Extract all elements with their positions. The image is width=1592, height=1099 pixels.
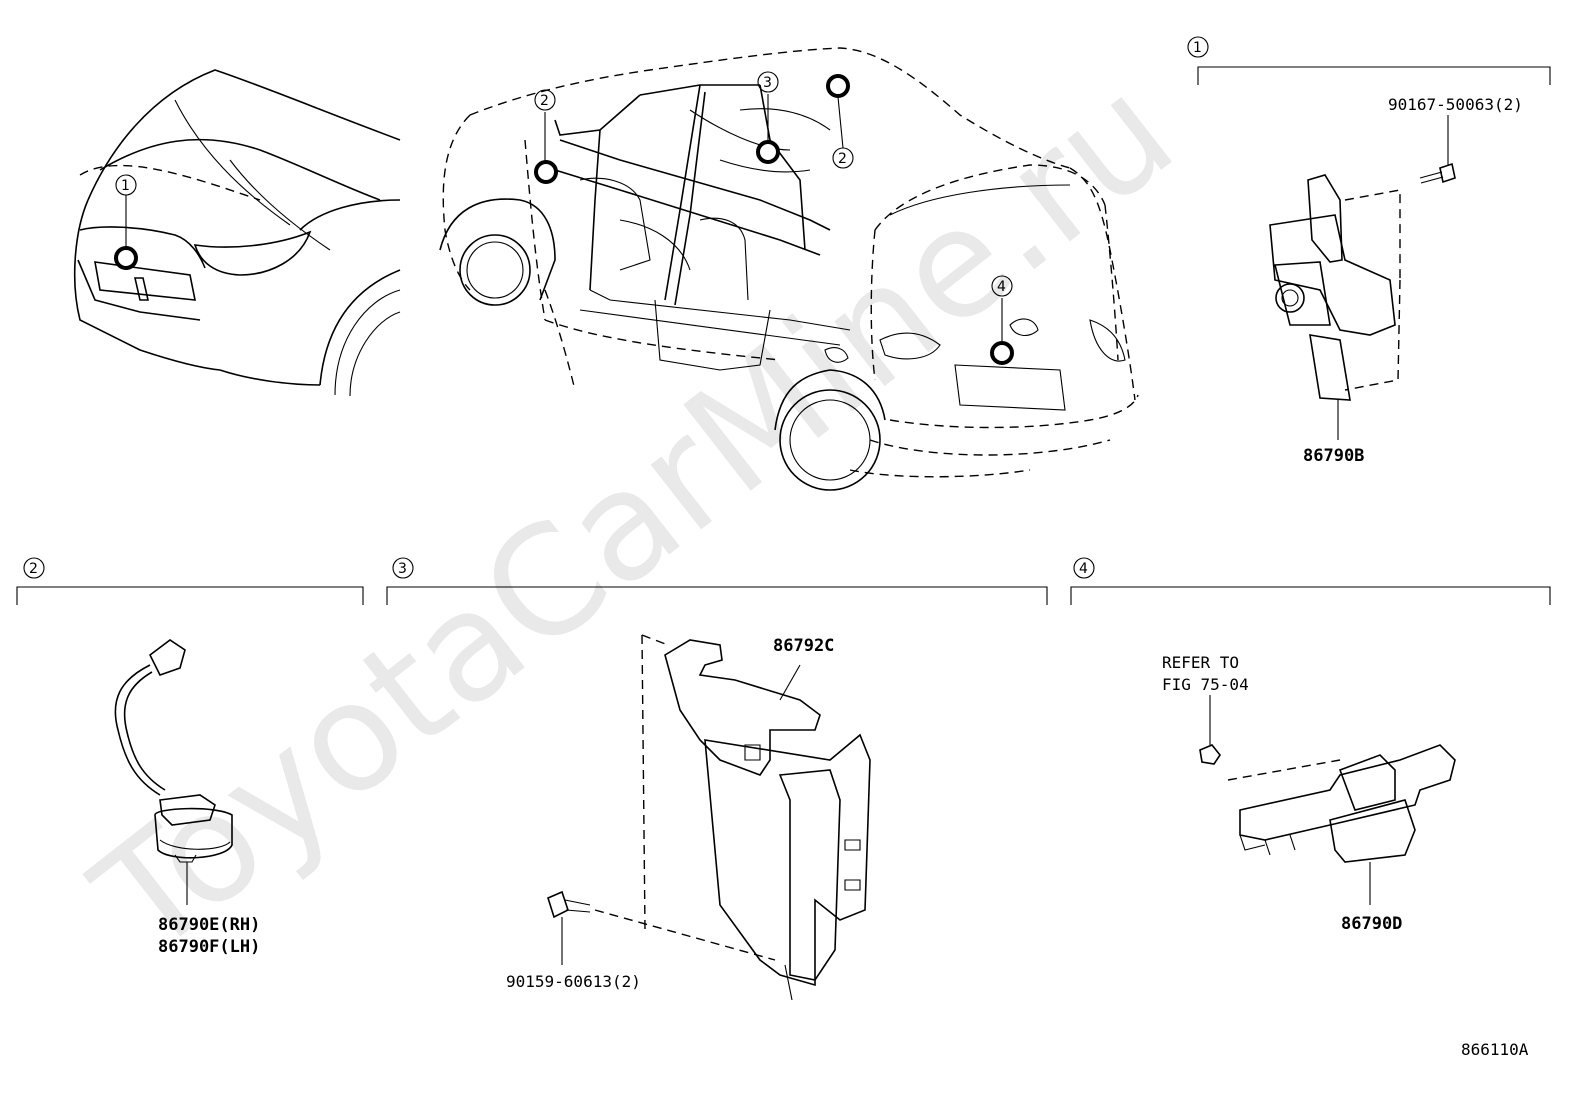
diagram-code: 866110A [1461,1040,1529,1059]
refer-to-label[interactable]: REFER TO [1162,653,1239,672]
section-1-bracket-line [1197,66,1551,85]
location-marker-3 [756,140,780,164]
section-3: 3 86792C 90159-60613(2) [386,557,1048,1001]
part-86790D-label: 86790D [1341,914,1402,934]
location-marker-4 [990,341,1014,365]
section-2-number: 2 [29,561,38,577]
bolt-90159-label: 90159-60613(2) [506,972,641,991]
location-marker-1 [114,246,138,270]
clip-icon [1199,744,1221,765]
section-4: 4 REFER TO FIG 75-04 86790D [1070,557,1551,934]
bolt-90167-icon [1419,115,1456,184]
part-86792C-label: 86792C [773,636,834,656]
bolt-90167-label: 90167-50063(2) [1388,95,1523,114]
section-3-bracket-line [386,586,1048,605]
location-marker-2-right [826,74,850,98]
section-2: 2 86790E(RH) 86790F(LH) [16,557,364,957]
callout-1-number: 1 [121,178,130,194]
section-3-number: 3 [398,561,407,577]
section-1-number: 1 [1193,40,1202,56]
side-camera-icon [114,639,233,905]
vehicle-rear-view-illustration: 2 3 2 4 [439,47,1139,491]
section-4-bracket-line [1070,586,1551,605]
section-4-number: 4 [1079,561,1088,577]
callout-2-number-right: 2 [838,151,847,167]
camera-bracket-86792C-icon [641,634,871,1001]
back-camera-86790D-icon [1227,744,1456,905]
location-marker-2-left [534,160,558,184]
part-86790B-label: 86790B [1303,446,1364,466]
section-1: 1 90167-50063(2) 86790B [1187,36,1551,466]
part-86790F-label: 86790F(LH) [158,937,260,957]
section-2-bracket-line [16,586,364,605]
callout-3-number: 3 [763,75,772,91]
callout-2-number-left: 2 [540,93,549,109]
callout-4-number: 4 [997,279,1006,295]
rear-camera-assembly-icon [1269,174,1401,440]
refer-fig-label[interactable]: FIG 75-04 [1162,675,1249,694]
bolt-90159-icon [547,890,776,965]
front-view-illustration: 1 [73,69,401,397]
part-86790E-label: 86790E(RH) [158,915,260,935]
